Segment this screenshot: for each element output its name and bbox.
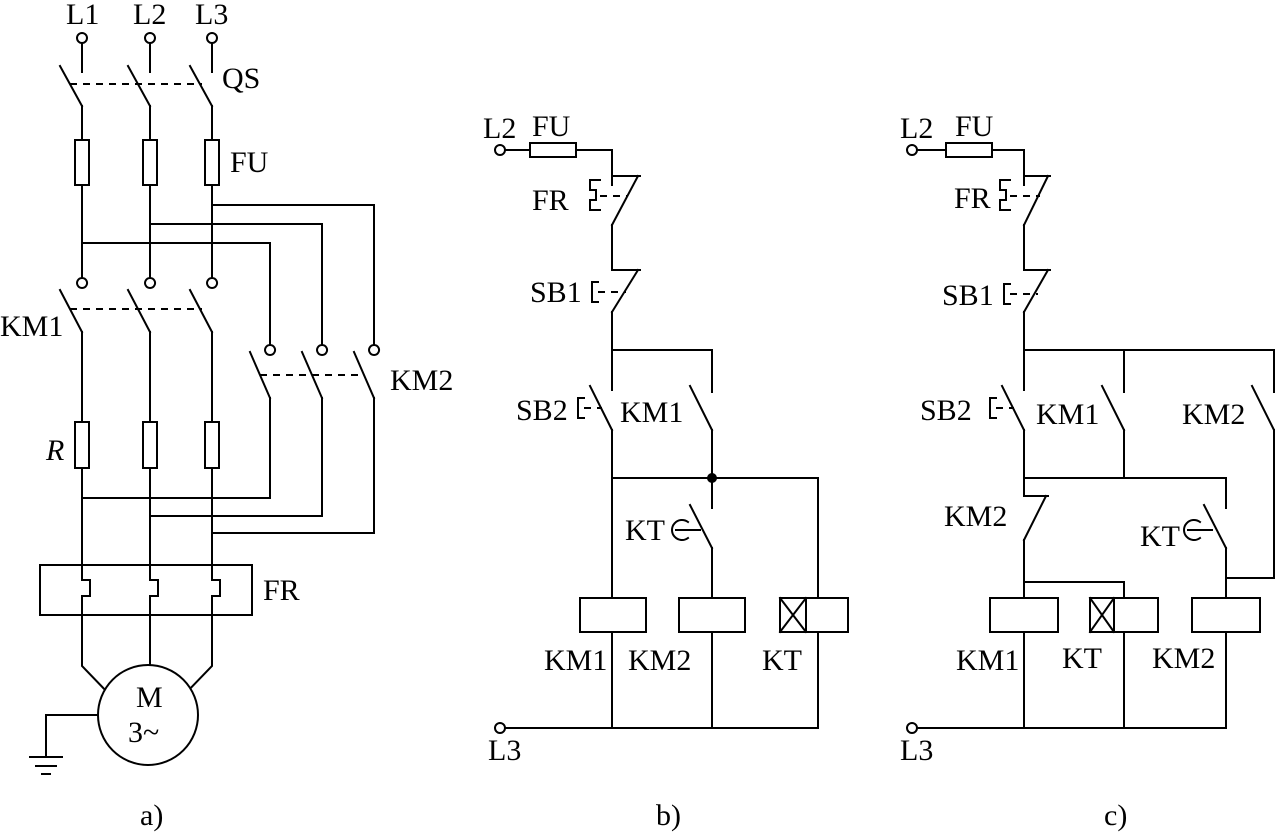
coil-kt-b [778, 596, 849, 634]
overload-contact-fr-c [999, 174, 1051, 263]
caption-a: a) [140, 799, 163, 832]
label-km2-hold-c: KM2 [1182, 398, 1245, 431]
label-coil-kt-b: KT [762, 644, 802, 677]
contacts-km2-main [81, 343, 381, 534]
overload-contact-fr-b [589, 174, 641, 263]
label-motor: M [136, 681, 163, 714]
terminal-l2-c [906, 144, 918, 156]
label-sb1-b: SB1 [530, 276, 582, 309]
label-motor-phase: 3~ [128, 716, 159, 749]
label-sb2-c: SB2 [920, 394, 972, 427]
label-l2-c: L2 [900, 112, 933, 145]
coil-kt-c [1088, 596, 1159, 634]
start-button-sb2-b [577, 349, 614, 479]
label-fu-b: FU [532, 110, 571, 143]
fuse-fu-c [945, 142, 993, 158]
contacts-km1-main [58, 276, 219, 334]
label-fr-a: FR [263, 574, 300, 607]
terminal-l3-b [494, 722, 506, 734]
label-fu-c: FU [955, 110, 994, 143]
label-coil-km2-b: KM2 [628, 644, 691, 677]
label-fu-a: FU [230, 146, 269, 179]
interlock-contact-km2-c [1022, 477, 1049, 583]
label-l2-b: L2 [483, 112, 516, 145]
label-km1-a: KM1 [0, 310, 63, 343]
coil-km1-c [989, 597, 1059, 633]
label-qs: QS [222, 62, 260, 95]
terminal-l3-c [906, 722, 918, 734]
panel-a-main-circuit: L1 L2 L3 QS FU KM1 [0, 0, 453, 832]
terminal-l3 [206, 32, 218, 44]
label-l1: L1 [66, 0, 99, 31]
panel-b-control-circuit: L2 FU FR SB1 SB2 KM1 [483, 110, 849, 832]
label-km1-hold-b: KM1 [620, 396, 683, 429]
caption-c: c) [1104, 799, 1127, 832]
label-l3: L3 [195, 0, 228, 31]
terminal-l1 [76, 32, 88, 44]
terminal-l2-b [494, 144, 506, 156]
label-km1-hold-c: KM1 [1036, 398, 1099, 431]
coil-km2-c [1191, 597, 1261, 633]
terminal-l2 [144, 32, 156, 44]
label-km2-a: KM2 [390, 364, 453, 397]
label-km2-interlock-c: KM2 [944, 500, 1007, 533]
stop-button-sb1-b [591, 261, 641, 351]
label-kt-contact-b: KT [625, 514, 665, 547]
stop-button-sb1-c [1003, 261, 1051, 351]
hold-contact-km1-c [1100, 384, 1126, 479]
panel-c-control-circuit: L2 FU FR SB1 SB2 [900, 110, 1275, 832]
label-l2: L2 [133, 0, 166, 31]
switch-qs [58, 42, 214, 141]
label-coil-km2-c: KM2 [1152, 642, 1215, 675]
coil-km2-b [678, 597, 746, 633]
hold-contact-km1-b [688, 384, 714, 479]
motor-m [97, 664, 199, 766]
label-l3-c: L3 [900, 734, 933, 767]
label-coil-kt-c: KT [1062, 642, 1102, 675]
label-sb2-b: SB2 [516, 394, 568, 427]
label-r: R [45, 434, 64, 467]
fuse-fu-b [529, 142, 577, 158]
label-fr-b: FR [532, 184, 569, 217]
label-coil-km1-b: KM1 [544, 644, 607, 677]
label-kt-contact-c: KT [1140, 520, 1180, 553]
overload-fr-main [39, 564, 253, 616]
start-button-sb2-c [989, 349, 1026, 479]
label-coil-km1-c: KM1 [956, 644, 1019, 677]
caption-b: b) [656, 799, 681, 832]
ground-icon [29, 714, 99, 775]
label-fr-c: FR [954, 182, 991, 215]
timer-contact-kt-c [1183, 503, 1228, 599]
label-sb1-c: SB1 [942, 279, 994, 312]
coil-km1-b [579, 597, 647, 633]
resistors-r [74, 421, 220, 469]
label-l3-b: L3 [488, 734, 521, 767]
timer-contact-kt-b [671, 477, 714, 599]
fuses-fu [74, 139, 220, 186]
